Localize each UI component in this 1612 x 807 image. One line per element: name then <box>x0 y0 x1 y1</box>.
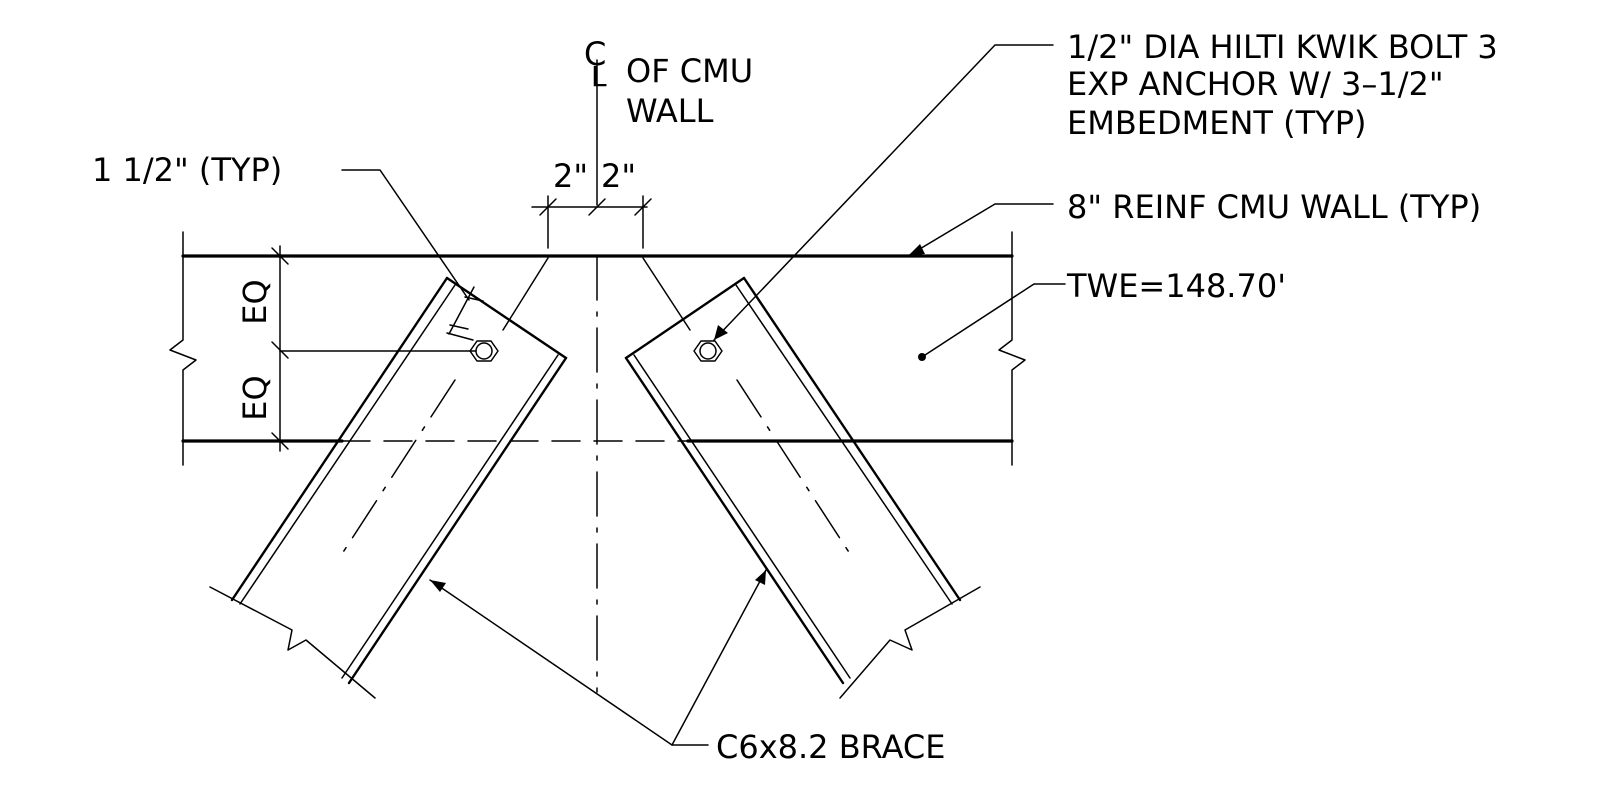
brace-leader-left <box>429 579 709 746</box>
brace-right-web-outer <box>624 356 845 685</box>
eq-tick-top <box>271 247 289 265</box>
centerline-label-line2: WALL <box>626 92 714 130</box>
wall-leader <box>907 203 1054 257</box>
edge-distance-label: 1 1/2" (TYP) <box>92 151 282 189</box>
elevation-dot <box>918 353 926 361</box>
bolt-label-line3: EMBEDMENT (TYP) <box>1067 104 1366 142</box>
brace-callout: C6x8.2 BRACE <box>429 569 945 766</box>
bolt-left-hole <box>475 342 493 360</box>
eq-upper-label: EQ <box>236 279 274 324</box>
tick-left <box>539 198 557 216</box>
eq-lower-label: EQ <box>236 375 274 420</box>
edge-dim-ext <box>446 332 474 341</box>
brace-right-flange-outer <box>742 276 962 602</box>
brace-leader-left-arrow <box>430 580 446 592</box>
eq-tick-mid <box>271 341 289 359</box>
centerline-symbol: C <box>584 35 606 73</box>
brace-left-end <box>445 276 568 360</box>
brace-right-web-inner <box>633 354 851 679</box>
tick-center <box>588 198 606 216</box>
dim-left-label: 2" <box>553 157 588 195</box>
elevation-leader <box>921 283 1066 358</box>
brace-right-end <box>624 276 746 360</box>
brace-right-break <box>839 586 981 699</box>
elevation-callout: TWE=148.70' <box>918 267 1286 361</box>
brace-left-break <box>209 586 376 699</box>
wall-break-left <box>169 231 197 466</box>
brace-left-flange-inner <box>239 284 456 605</box>
elevation-label: TWE=148.70' <box>1066 267 1286 305</box>
brace-right <box>624 276 981 699</box>
bolt-right-nut <box>693 340 723 362</box>
brace-left-web-outer <box>347 356 568 685</box>
brace-label: C6x8.2 BRACE <box>716 728 945 766</box>
edge-dim-tick-bottom <box>449 324 469 330</box>
brace-left-web-inner <box>341 354 559 679</box>
bolt-label-line2: EXP ANCHOR W/ 3–1/2" <box>1067 65 1444 103</box>
brace-leader-right <box>671 569 767 746</box>
eq-dimension: EQ EQ <box>236 245 477 452</box>
eq-tick-bottom <box>271 432 289 450</box>
dim-right-label: 2" <box>601 157 636 195</box>
wall-leader-arrow <box>908 244 925 256</box>
gusset-edge-left <box>502 257 549 331</box>
wall-label: 8" REINF CMU WALL (TYP) <box>1067 188 1481 226</box>
dimension-2in: 2" 2" <box>531 157 652 249</box>
wall-centerline: C L OF CMU WALL <box>584 35 753 693</box>
brace-left-flange-outer <box>230 276 449 602</box>
edge-distance-callout: 1 1/2" (TYP) <box>92 151 470 301</box>
brace-right-flange-inner <box>735 284 953 605</box>
bolt-right-hole <box>699 342 717 360</box>
centerline-label-line1: OF CMU <box>626 52 753 90</box>
wall-callout: 8" REINF CMU WALL (TYP) <box>907 188 1481 257</box>
bolt-leader-arrow <box>714 325 728 340</box>
tick-right <box>634 198 652 216</box>
wall-break-right <box>998 231 1026 466</box>
edge-distance-leader <box>341 169 470 301</box>
gusset-edge-right <box>642 257 691 331</box>
brace-leader-right-arrow <box>755 570 766 585</box>
brace-right-centerline <box>736 379 855 561</box>
centerline-symbol-l: L <box>591 60 607 93</box>
bolt-callout: 1/2" DIA HILTI KWIK BOLT 3 EXP ANCHOR W/… <box>713 28 1498 341</box>
bolt-leader <box>713 44 1054 341</box>
brace-left-centerline <box>337 379 456 561</box>
brace-left <box>209 276 568 699</box>
bolt-label-line1: 1/2" DIA HILTI KWIK BOLT 3 <box>1067 28 1498 66</box>
